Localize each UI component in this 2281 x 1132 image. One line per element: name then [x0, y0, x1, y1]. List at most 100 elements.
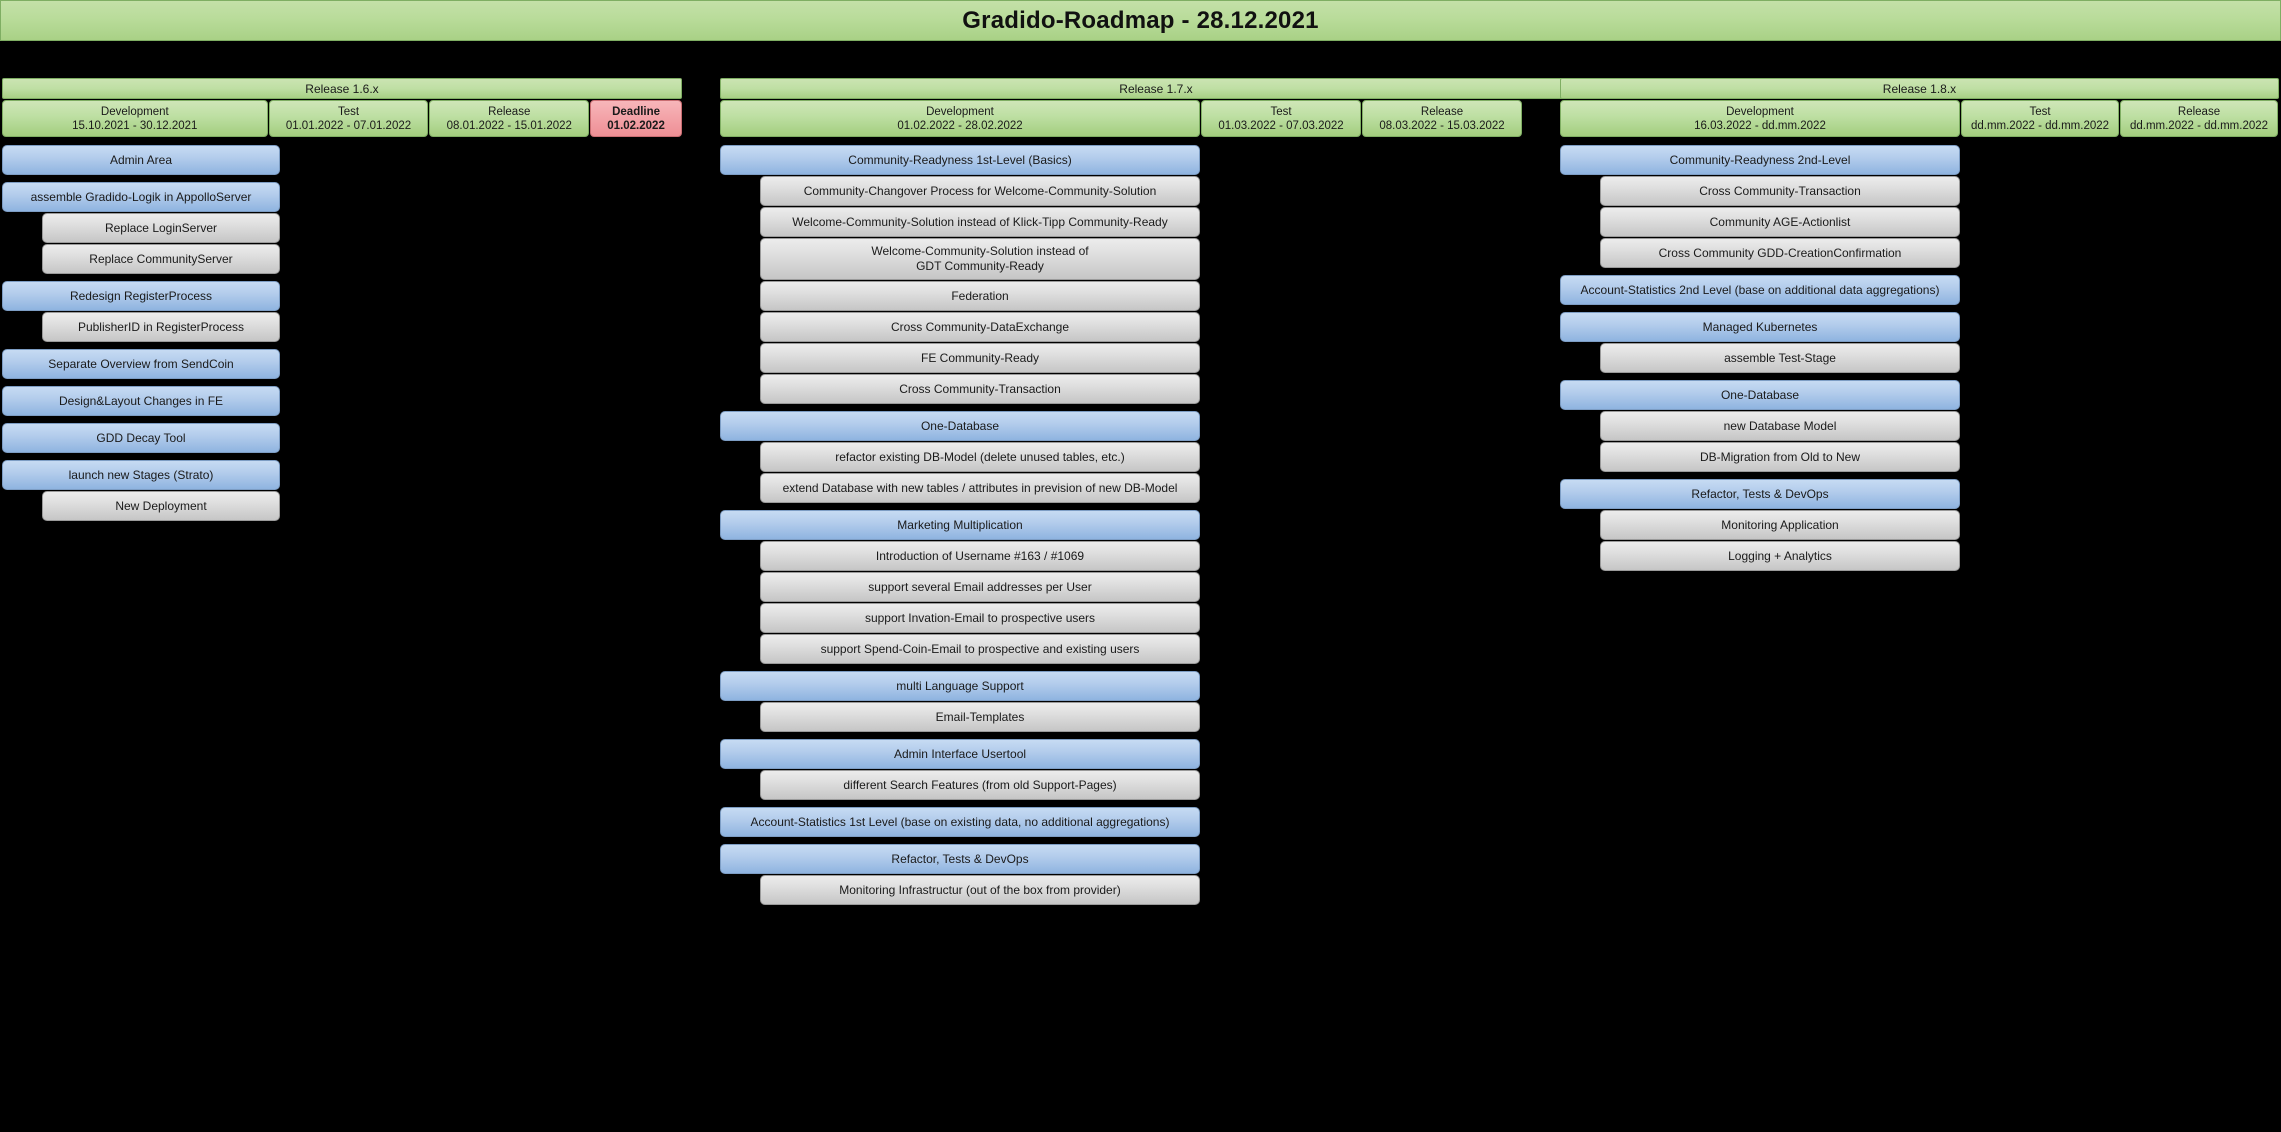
task-sub[interactable]: Monitoring Application — [1600, 510, 1960, 540]
task-epic[interactable]: Separate Overview from SendCoin — [2, 349, 280, 379]
page-title: Gradido-Roadmap - 28.12.2021 — [962, 6, 1319, 34]
task-sub[interactable]: Cross Community-Transaction — [760, 374, 1200, 404]
task-sub[interactable]: FE Community-Ready — [760, 343, 1200, 373]
task-sub[interactable]: New Deployment — [42, 491, 280, 521]
task-label: assemble Gradido-Logik in AppolloServer — [30, 189, 252, 204]
phase-dates: dd.mm.2022 - dd.mm.2022 — [1970, 119, 2110, 132]
task-epic[interactable]: multi Language Support — [720, 671, 1200, 701]
task-label: Email-Templates — [935, 709, 1025, 724]
task-sub[interactable]: Introduction of Username #163 / #1069 — [760, 541, 1200, 571]
task-label: Introduction of Username #163 / #1069 — [875, 548, 1085, 563]
task-sub[interactable]: Cross Community-Transaction — [1600, 176, 1960, 206]
task-label: Cross Community GDD-CreationConfirmation — [1658, 245, 1902, 260]
task-epic[interactable]: Account-Statistics 2nd Level (base on ad… — [1560, 275, 1960, 305]
phase-label: Development — [1726, 105, 1794, 118]
task-sub[interactable]: refactor existing DB-Model (delete unuse… — [760, 442, 1200, 472]
task-label: Federation — [951, 288, 1009, 303]
task-sub[interactable]: Email-Templates — [760, 702, 1200, 732]
task-label: FE Community-Ready — [920, 350, 1040, 365]
task-label: Community-Readyness 1st-Level (Basics) — [848, 152, 1072, 167]
task-sub[interactable]: Logging + Analytics — [1600, 541, 1960, 571]
task-epic[interactable]: One-Database — [720, 411, 1200, 441]
task-label: Community AGE-Actionlist — [1709, 214, 1851, 229]
phase-dates: 08.01.2022 - 15.01.2022 — [446, 119, 572, 132]
task-sub[interactable]: extend Database with new tables / attrib… — [760, 473, 1200, 503]
task-sub[interactable]: assemble Test-Stage — [1600, 343, 1960, 373]
task-sub[interactable]: support Invation-Email to prospective us… — [760, 603, 1200, 633]
task-epic[interactable]: Managed Kubernetes — [1560, 312, 1960, 342]
task-sub[interactable]: Cross Community GDD-CreationConfirmation — [1600, 238, 1960, 268]
task-label: Cross Community-DataExchange — [890, 319, 1070, 334]
task-label: Design&Layout Changes in FE — [58, 393, 224, 408]
task-label: Refactor, Tests & DevOps — [1691, 486, 1829, 501]
task-epic[interactable]: assemble Gradido-Logik in AppolloServer — [2, 182, 280, 212]
task-sub[interactable]: Federation — [760, 281, 1200, 311]
task-epic[interactable]: Community-Readyness 1st-Level (Basics) — [720, 145, 1200, 175]
task-sub[interactable]: support several Email addresses per User — [760, 572, 1200, 602]
task-epic[interactable]: Refactor, Tests & DevOps — [1560, 479, 1960, 509]
task-sub[interactable]: PublisherID in RegisterProcess — [42, 312, 280, 342]
task-epic[interactable]: Community-Readyness 2nd-Level — [1560, 145, 1960, 175]
task-epic[interactable]: Marketing Multiplication — [720, 510, 1200, 540]
task-sub[interactable]: different Search Features (from old Supp… — [760, 770, 1200, 800]
task-sub[interactable]: Replace CommunityServer — [42, 244, 280, 274]
task-sub[interactable]: new Database Model — [1600, 411, 1960, 441]
task-epic[interactable]: Admin Area — [2, 145, 280, 175]
task-label: Replace CommunityServer — [89, 251, 233, 266]
task-list-release-1-7: Community-Readyness 1st-Level (Basics) Co… — [720, 145, 1592, 905]
task-epic[interactable]: One-Database — [1560, 380, 1960, 410]
phase-label: Development — [926, 105, 994, 118]
phase-label: Test — [337, 105, 360, 118]
task-sub[interactable]: Monitoring Infrastructur (out of the box… — [760, 875, 1200, 905]
task-label: Welcome-Community-Solution instead of Kl… — [792, 214, 1168, 229]
task-sub[interactable]: Community-Changover Process for Welcome-… — [760, 176, 1200, 206]
release-title-release-1-6: Release 1.6.x — [2, 78, 682, 99]
task-label: Separate Overview from SendCoin — [48, 356, 234, 371]
task-label: refactor existing DB-Model (delete unuse… — [835, 449, 1125, 464]
task-epic[interactable]: Account-Statistics 1st Level (base on ex… — [720, 807, 1200, 837]
phase-dates: 15.10.2021 - 30.12.2021 — [72, 119, 198, 132]
phase-dates: 01.02.2022 - 28.02.2022 — [897, 119, 1023, 132]
phase-dates: 01.01.2022 - 07.01.2022 — [285, 119, 412, 132]
task-epic[interactable]: Design&Layout Changes in FE — [2, 386, 280, 416]
task-label: One-Database — [1720, 387, 1800, 402]
task-label: support several Email addresses per User — [868, 579, 1092, 594]
phase-label: Deadline — [612, 105, 661, 118]
task-sub[interactable]: Welcome-Community-Solution instead of Kl… — [760, 207, 1200, 237]
task-label: Marketing Multiplication — [897, 517, 1023, 532]
task-label: support Invation-Email to prospective us… — [864, 610, 1096, 625]
task-label: Cross Community-Transaction — [1699, 183, 1861, 198]
task-label: DB-Migration from Old to New — [1699, 449, 1861, 464]
task-label: Redesign RegisterProcess — [69, 288, 213, 303]
task-label: multi Language Support — [896, 678, 1024, 693]
task-sub[interactable]: Community AGE-Actionlist — [1600, 207, 1960, 237]
phase-label: Development — [100, 105, 169, 118]
phase-dates: dd.mm.2022 - dd.mm.2022 — [2129, 119, 2269, 132]
task-epic[interactable]: GDD Decay Tool — [2, 423, 280, 453]
task-sub[interactable]: support Spend-Coin-Email to prospective … — [760, 634, 1200, 664]
task-sub[interactable]: Cross Community-DataExchange — [760, 312, 1200, 342]
task-label: PublisherID in RegisterProcess — [77, 319, 245, 334]
task-epic[interactable]: Redesign RegisterProcess — [2, 281, 280, 311]
task-sub[interactable]: DB-Migration from Old to New — [1600, 442, 1960, 472]
task-epic[interactable]: Refactor, Tests & DevOps — [720, 844, 1200, 874]
task-label: assemble Test-Stage — [1724, 350, 1836, 365]
task-sub[interactable]: Replace LoginServer — [42, 213, 280, 243]
task-epic[interactable]: Admin Interface Usertool — [720, 739, 1200, 769]
task-epic[interactable]: launch new Stages (Strato) — [2, 460, 280, 490]
